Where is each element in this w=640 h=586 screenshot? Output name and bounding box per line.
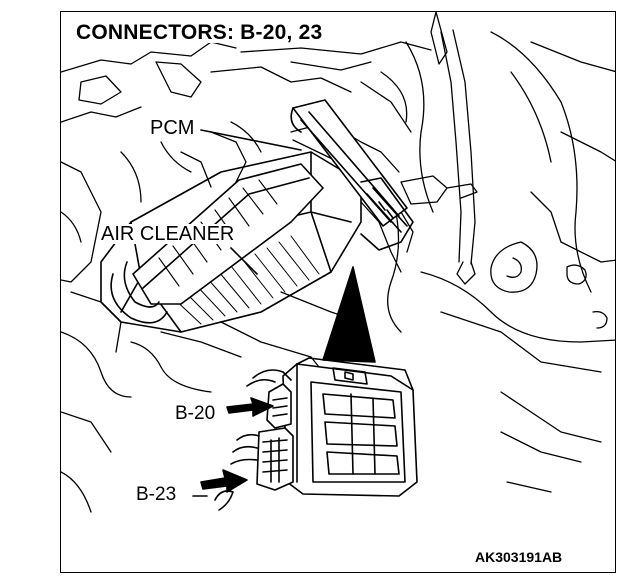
b20-arrow (226, 397, 274, 417)
b23-arrow (200, 469, 248, 493)
label-pcm: PCM (148, 117, 197, 139)
callout-wedge (322, 266, 376, 363)
pcm-leader (200, 129, 302, 151)
label-b23: B-23 (134, 484, 179, 505)
connector-b23 (214, 427, 294, 511)
diagram-frame: CONNECTORS: B-20, 23 PCM AIR CLEANER B-2… (60, 11, 616, 573)
air-cleaner-leader (230, 247, 258, 275)
label-b20: B-20 (173, 403, 218, 424)
engine-bay-background (61, 12, 615, 513)
arrows (200, 397, 274, 493)
connector-b20 (246, 369, 292, 429)
figure-code: AK303191AB (473, 549, 565, 565)
label-air-cleaner: AIR CLEANER (99, 223, 237, 245)
pcm-upper-body (290, 99, 414, 251)
diagram-title: CONNECTORS: B-20, 23 (73, 22, 326, 43)
leader-lines (192, 129, 302, 497)
pcm-module-detail (214, 357, 418, 511)
